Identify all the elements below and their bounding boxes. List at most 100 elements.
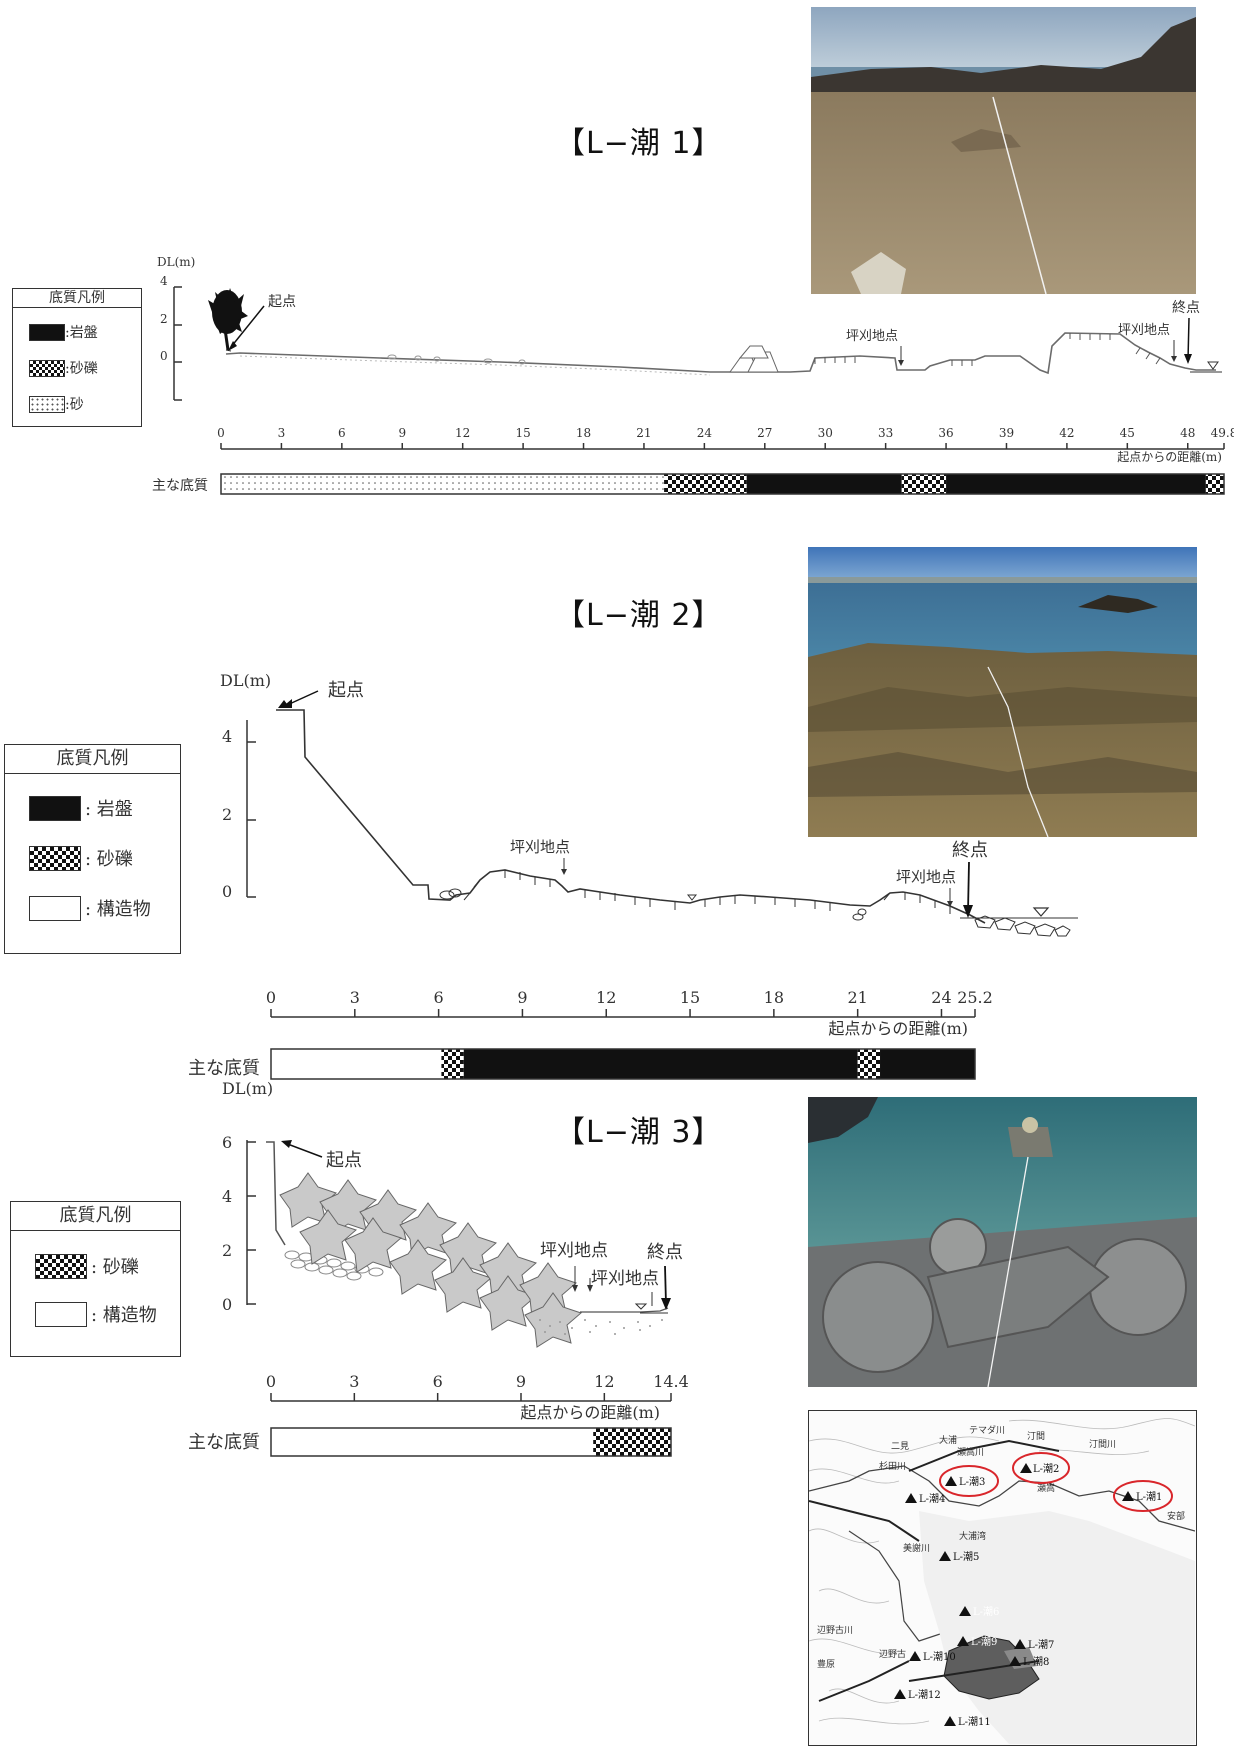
x-axis-label: 起点からの距離(m) <box>1117 450 1222 464</box>
y-tick: 0 <box>222 1295 232 1314</box>
x-tick-label: 24 <box>931 988 951 1007</box>
map-station-3: L-潮3 <box>945 1475 985 1488</box>
x-tick-label: 21 <box>636 426 651 440</box>
swatch-structure <box>29 895 81 921</box>
station-label: L-潮4 <box>919 1492 945 1505</box>
map-station-9: L-潮9 <box>957 1635 997 1648</box>
x-tick-label: 15 <box>680 988 700 1007</box>
substrate-label: 主な底質 <box>188 1058 260 1079</box>
map-station-2: L-潮2 <box>1020 1462 1059 1475</box>
station-label: L-潮7 <box>1028 1638 1054 1651</box>
legend-title: 底質凡例 <box>13 289 141 308</box>
map-place-label: 瀬嵩 <box>1037 1482 1055 1494</box>
legend-item-structure: : 構造物 <box>35 1301 180 1327</box>
x-tick-label: 18 <box>576 426 591 440</box>
x-tick-label: 0 <box>217 426 225 440</box>
highlight-circle-3 <box>939 1465 999 1497</box>
map-place-label: 汀間川 <box>1089 1439 1116 1450</box>
sampling-label: 坪刈地点 <box>540 1241 608 1261</box>
substrate-segment-structure <box>271 1428 594 1456</box>
y-tick: 2 <box>160 312 168 326</box>
x-tick-label: 9 <box>517 988 527 1007</box>
palm-tree-icon <box>208 288 248 351</box>
rubble-blocks <box>974 915 1071 937</box>
legend-item-rock: : 岩盤 <box>29 795 180 821</box>
section3-legend: 底質凡例 : 砂礫 : 構造物 <box>10 1201 181 1357</box>
x-tick-label: 24 <box>697 426 713 440</box>
legend-item-rock: :岩盤 <box>29 322 141 342</box>
map-place-label: 杉田川 <box>879 1460 906 1472</box>
tetrapod-blocks <box>279 1172 582 1348</box>
station-label: L-潮1 <box>1136 1490 1162 1503</box>
x-tick-label: 39 <box>999 426 1014 440</box>
swatch-sand <box>29 395 65 413</box>
legend-item-gravel: :砂礫 <box>29 358 141 378</box>
section1-profile: DL(m) 4 2 0 起点 坪刈地点 坪刈地点 終点 <box>152 255 1234 495</box>
legend-item-gravel: : 砂礫 <box>29 845 180 871</box>
map-place-label: 大浦 <box>939 1434 957 1446</box>
x-tick-label: 42 <box>1059 426 1074 440</box>
substrate-segment-gravel <box>593 1428 671 1456</box>
x-tick-label: 15 <box>515 426 530 440</box>
substrate-segment-rock <box>463 1049 858 1079</box>
map-station-11: L-潮11 <box>944 1715 991 1728</box>
map-station-5: L-潮5 <box>939 1550 979 1563</box>
sand-bottom <box>539 1319 663 1335</box>
swatch-rock <box>29 795 81 821</box>
legend-item-gravel: : 砂礫 <box>35 1253 180 1279</box>
station-label: L-潮11 <box>958 1715 991 1728</box>
x-tick-label: 49.8 <box>1211 426 1234 440</box>
substrate-segment-gravel <box>857 1049 881 1079</box>
station-label: L-潮6 <box>973 1605 999 1618</box>
swatch-rock <box>29 323 65 341</box>
substrate-label: 主な底質 <box>152 478 208 494</box>
section1-legend: 底質凡例 :岩盤 :砂礫 :砂 <box>12 288 142 427</box>
x-tick-label: 0 <box>266 1372 276 1391</box>
x-tick-label: 30 <box>818 426 833 440</box>
substrate-segment-sand <box>221 474 665 494</box>
start-label: 起点 <box>268 294 296 310</box>
map-place-label: 二見 <box>891 1441 909 1452</box>
x-tick-label: 33 <box>878 426 893 440</box>
section2-legend: 底質凡例 : 岩盤 : 砂礫 : 構造物 <box>4 744 181 954</box>
y-tick: 4 <box>222 727 232 746</box>
concrete-blocks <box>729 345 779 373</box>
highlight-circle-2 <box>1012 1452 1070 1484</box>
x-tick-label: 6 <box>338 426 346 440</box>
seabed-profile <box>225 332 1216 375</box>
map-place-label: テマダ川 <box>969 1424 1005 1436</box>
station-label: L-潮3 <box>959 1475 985 1488</box>
x-tick-label: 3 <box>350 988 360 1007</box>
map-station-7: L-潮7 <box>1014 1638 1054 1651</box>
water-level-icon <box>1207 361 1219 370</box>
x-tick-label: 3 <box>278 426 286 440</box>
map-place-label: 瀬嵩川 <box>957 1446 984 1458</box>
substrate-segment-rock <box>746 474 902 494</box>
swatch-gravel <box>35 1253 87 1279</box>
y-tick: 4 <box>222 1187 232 1206</box>
substrate-segment-rock <box>880 1049 975 1079</box>
legend-label: : 構造物 <box>85 899 151 920</box>
y-tick: 4 <box>160 274 168 288</box>
x-tick-label: 3 <box>349 1372 359 1391</box>
map-station-10: L-潮10 <box>909 1650 956 1663</box>
x-tick-label: 12 <box>594 1372 614 1391</box>
map-station-6: L-潮6 <box>959 1605 999 1618</box>
section1-photo-sandy-beach <box>811 7 1196 294</box>
x-tick-label: 27 <box>757 426 772 440</box>
x-tick-label: 9 <box>516 1372 526 1391</box>
substrate-bar-outline <box>270 1427 672 1457</box>
map-place-label: 辺野古川 <box>817 1624 853 1636</box>
x-axis-label: 起点からの距離(m) <box>520 1403 660 1422</box>
legend-label: : 砂礫 <box>91 1257 139 1278</box>
x-tick-label: 18 <box>764 988 784 1007</box>
map-station-8: L-潮8 <box>1009 1655 1049 1668</box>
substrate-segment-rock <box>946 474 1206 494</box>
legend-item-sand: :砂 <box>29 394 141 414</box>
map-station-1: L-潮1 <box>1122 1490 1162 1503</box>
x-tick-label: 9 <box>398 426 406 440</box>
map-place-label: 大浦湾 <box>959 1530 986 1542</box>
x-tick-label: 12 <box>596 988 616 1007</box>
legend-label: :砂礫 <box>65 361 98 377</box>
